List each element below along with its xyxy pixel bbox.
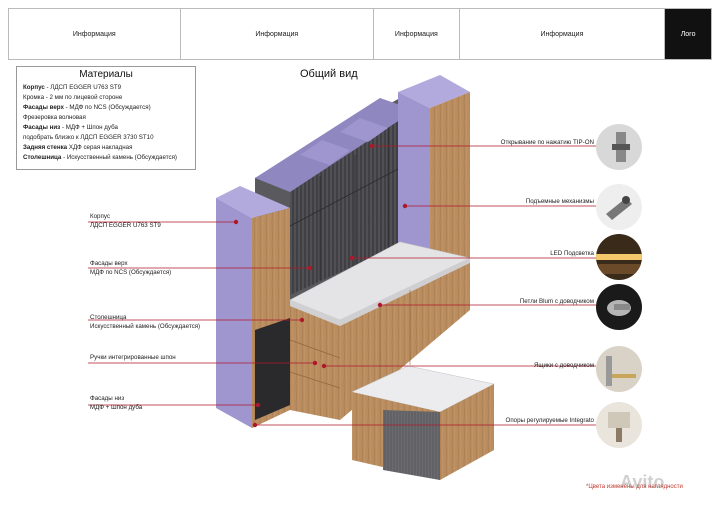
base-cabinet-front-right <box>340 263 470 420</box>
island-right-side <box>440 384 494 480</box>
drawer-photo <box>596 346 642 392</box>
materials-title: Материалы <box>79 69 133 80</box>
materials-box: Материалы Корпус - ЛДСП EGGER U763 ST9 К… <box>16 66 196 170</box>
upper-cabinet-facade-lower <box>290 205 415 295</box>
material-line: Задняя стенка ХДФ серая накладная <box>23 144 133 151</box>
upper-cabinet-facade <box>290 110 415 260</box>
label-led: LED Подсветка <box>550 250 594 257</box>
color-note: *Цвета изменены для наглядности <box>586 484 683 490</box>
header-bar: Информация Информация Информация Информа… <box>8 8 712 60</box>
adjustable-leg-photo <box>596 402 642 448</box>
material-line: Столешница - Искусственный камень (Обсуж… <box>23 154 177 161</box>
left-tall-top <box>216 186 290 218</box>
watermark: Avito <box>620 472 665 492</box>
header-info-3: Информация <box>374 9 460 59</box>
right-tall-top <box>398 75 470 108</box>
left-tall-side <box>216 198 252 428</box>
material-line: подобрать близко к ЛДСП EGGER 3730 ST10 <box>23 134 154 141</box>
island-grooved-front <box>383 410 440 480</box>
material-line: Фасады низ - МДФ + Шпон дуба <box>23 124 118 131</box>
material-line: Фасады верх - МДФ по NCS (Обсуждается) <box>23 104 151 111</box>
label-blum-hinges: Петли Blum с доводчиком <box>519 298 594 305</box>
label-handles: Ручки интегрированные шпон <box>90 354 176 361</box>
right-tall-side <box>398 92 430 260</box>
material-line: Фрезеровка волновая <box>23 114 86 121</box>
hinge-photo <box>596 284 642 330</box>
lift-mechanism-photo <box>596 184 642 230</box>
label-lift-mechanisms: Подъемные механизмы <box>525 198 594 205</box>
material-line: Кромка - 2 мм по лицевой стороне <box>23 94 123 101</box>
page-title: Общий вид <box>300 68 358 80</box>
upper-top-3 <box>340 118 388 142</box>
label-legs: Опоры регулируемые Integrato <box>505 417 595 424</box>
countertop-front-edge <box>340 258 470 326</box>
header-info-2: Информация <box>181 9 374 59</box>
tip-on-photo <box>596 124 642 170</box>
oven <box>255 318 290 420</box>
led-photo <box>596 234 642 280</box>
label-tip-on: Открывание по нажатию TIP-ON <box>500 139 594 146</box>
label-drawers: Ящики с доводчиком <box>533 362 594 369</box>
material-line: Корпус - ЛДСП EGGER U763 ST9 <box>23 84 122 91</box>
upper-top-2 <box>300 140 350 165</box>
countertop-edge <box>290 300 340 326</box>
header-info-1: Информация <box>9 9 181 59</box>
header-logo: Лого <box>665 9 712 59</box>
header-info-4: Информация <box>460 9 666 59</box>
